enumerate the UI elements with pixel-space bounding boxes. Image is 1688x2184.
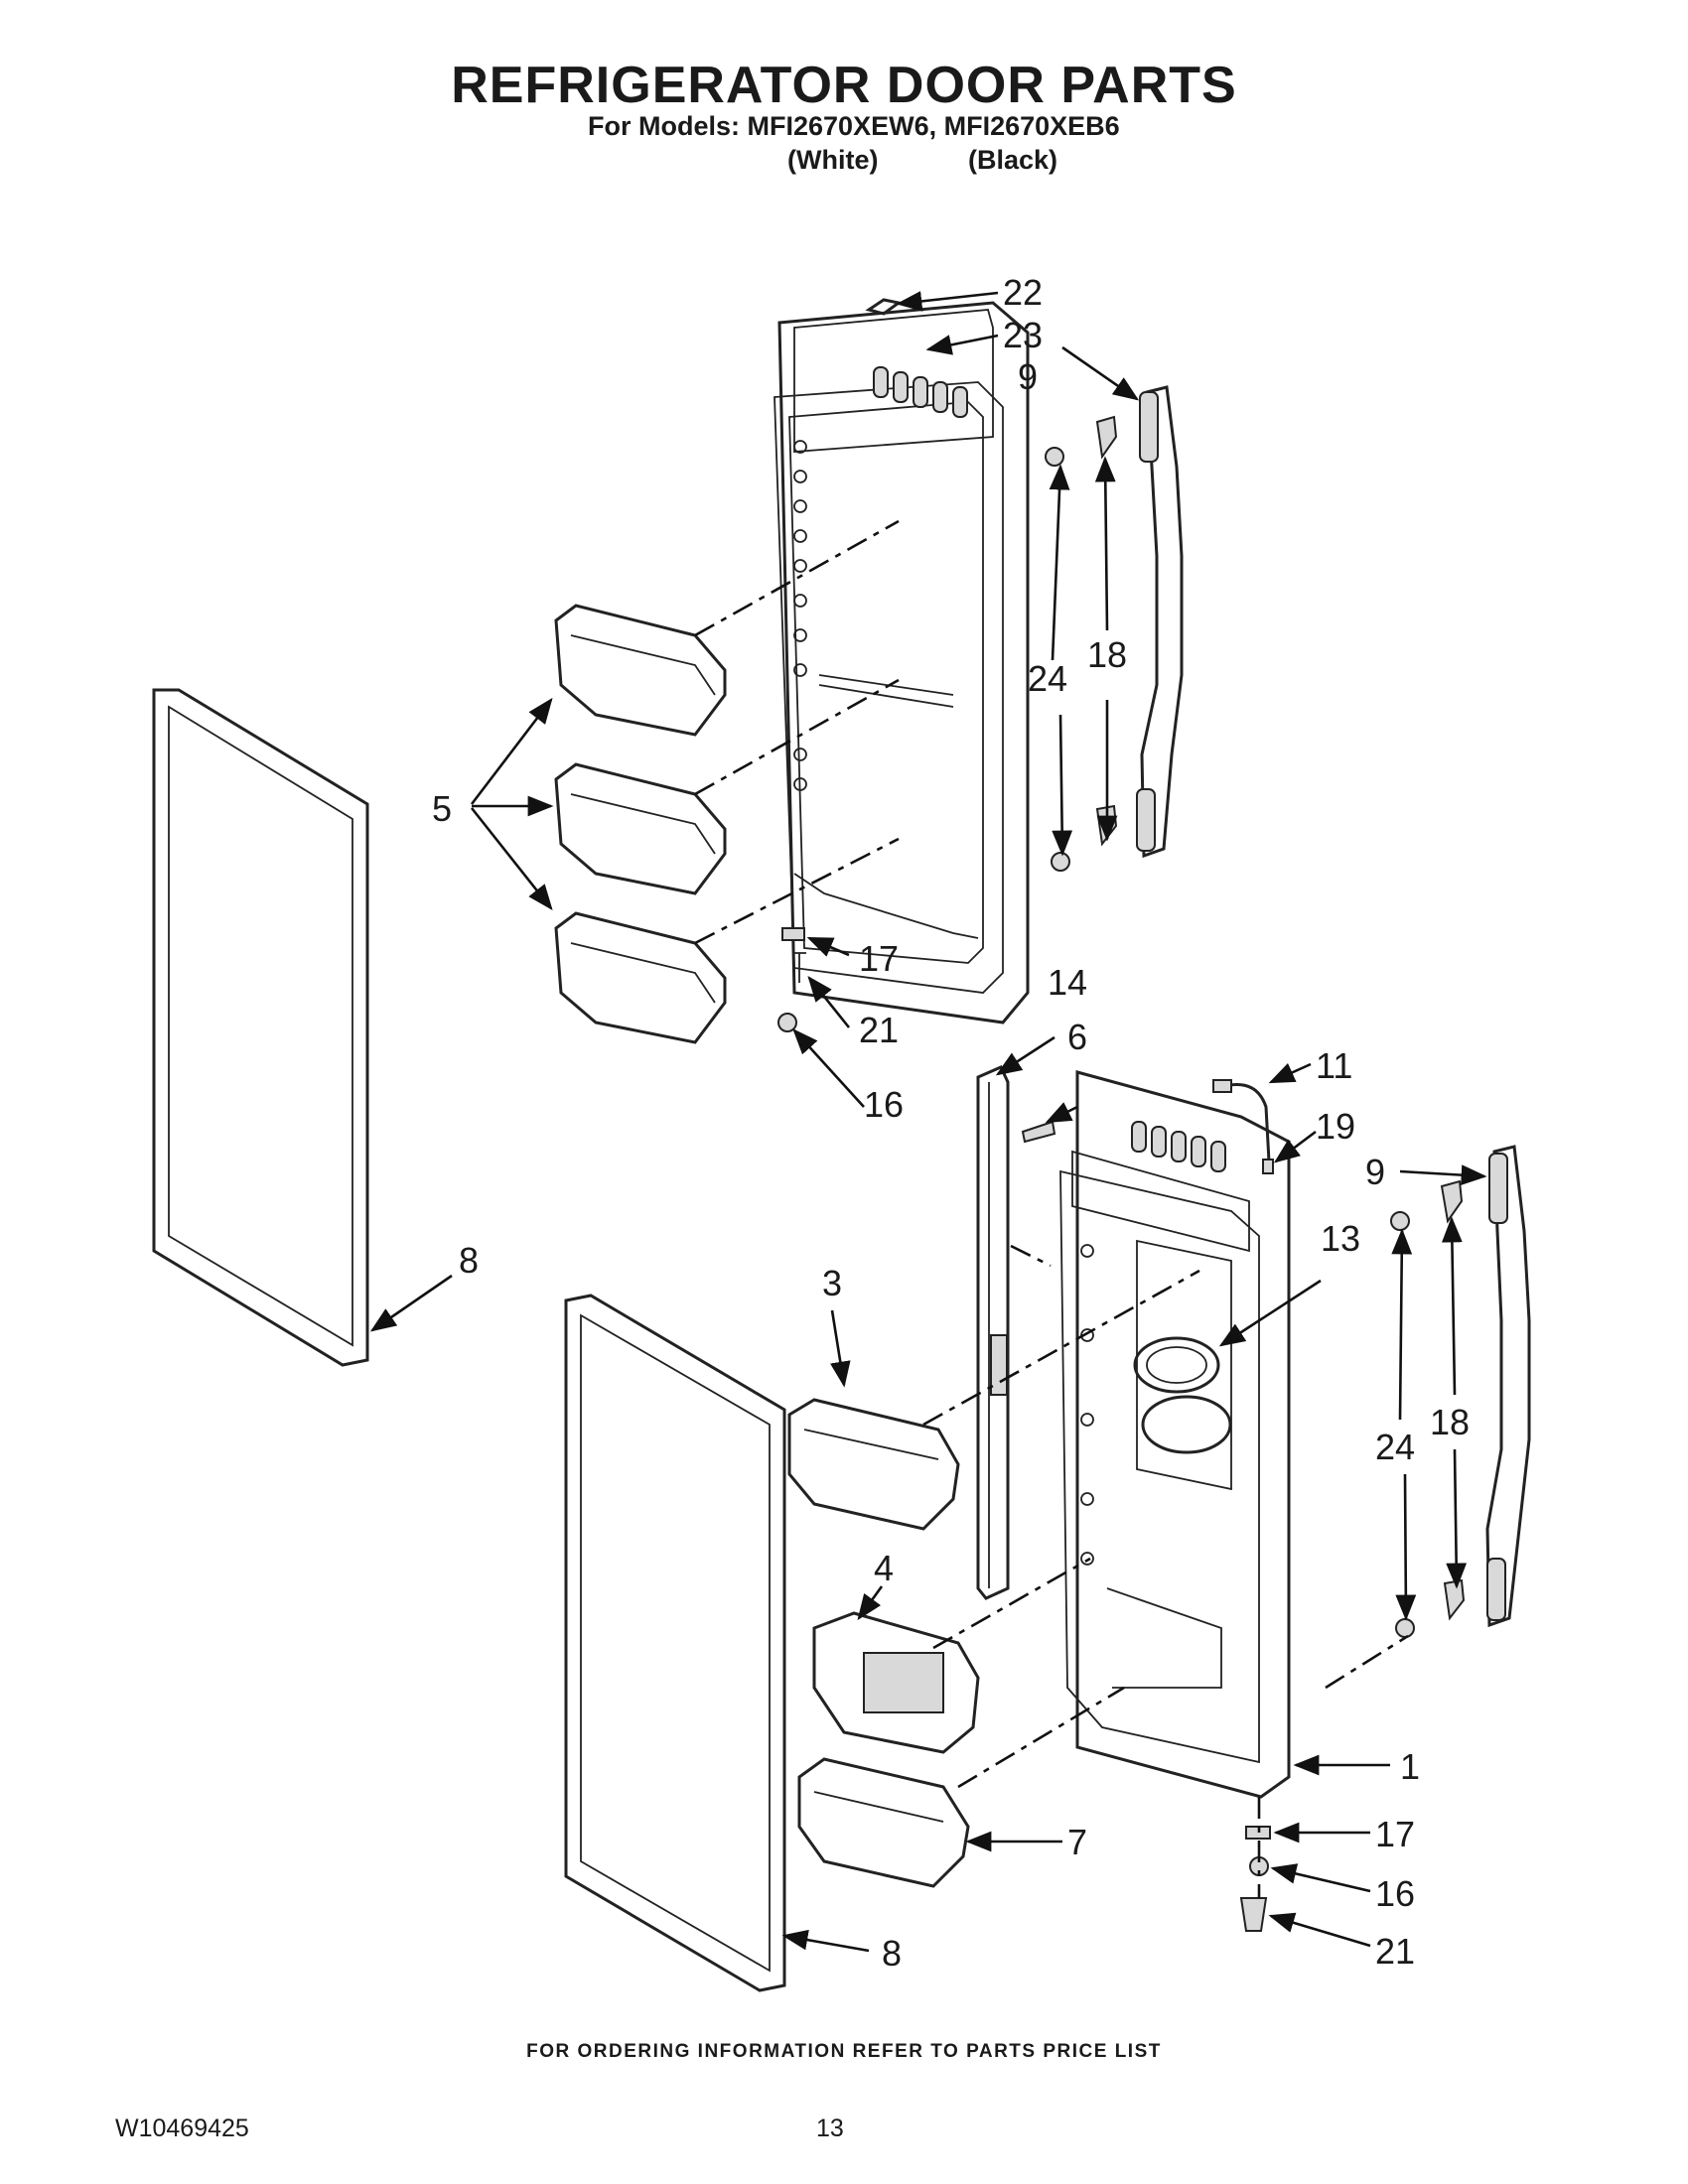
callout-17-lower: 17 bbox=[1375, 1814, 1415, 1854]
callout-1: 1 bbox=[1400, 1746, 1420, 1787]
bin-top-guide bbox=[694, 519, 900, 637]
upper-dispenser-vents bbox=[873, 366, 968, 418]
callout-8-lower: 8 bbox=[882, 1933, 902, 1974]
part-19-fitting bbox=[1262, 1159, 1274, 1174]
lower-door-handle bbox=[1485, 1145, 1531, 1628]
callout-6: 6 bbox=[1067, 1017, 1087, 1057]
callout-17-upper: 17 bbox=[859, 938, 899, 979]
page-number: 13 bbox=[816, 2115, 844, 2142]
model-white: MFI2670XEW6, bbox=[747, 111, 937, 141]
callout-4: 4 bbox=[874, 1548, 894, 1588]
bin-4-guide bbox=[932, 1557, 1091, 1650]
callout-16-upper: 16 bbox=[864, 1084, 904, 1125]
mullion-guide bbox=[1010, 1244, 1052, 1268]
callout-18-upper: 18 bbox=[1087, 634, 1127, 675]
model-black: MFI2670XEB6 bbox=[943, 111, 1120, 141]
part-6-screw bbox=[1021, 1120, 1056, 1144]
upper-bin-middle bbox=[554, 762, 727, 895]
lower-plug-top bbox=[1390, 1211, 1410, 1231]
callout-16-lower: 16 bbox=[1375, 1873, 1415, 1914]
callout-5: 5 bbox=[432, 788, 452, 829]
models-line: For Models: MFI2670XEW6, MFI2670XEB6 bbox=[588, 111, 1120, 142]
callout-9-upper: 9 bbox=[1018, 356, 1038, 397]
lower-dispenser-vents bbox=[1131, 1121, 1226, 1172]
callout-21-upper: 21 bbox=[859, 1010, 899, 1050]
part-14-mullion bbox=[976, 1065, 1010, 1600]
upper-plug-bottom bbox=[1051, 852, 1070, 872]
callout-numbers: 22 23 9 24 18 5 8 17 21 16 14 6 11 19 9 … bbox=[432, 272, 1470, 1974]
upper-door-bins bbox=[554, 604, 727, 1044]
part-11-wire-harness bbox=[1220, 1083, 1271, 1162]
callout-24-upper: 24 bbox=[1028, 658, 1067, 699]
color-label-white: (White) bbox=[787, 145, 879, 175]
ordering-note: FOR ORDERING INFORMATION REFER TO PARTS … bbox=[526, 2041, 1162, 2062]
part-8-gasket-lower bbox=[564, 1294, 786, 1992]
upper-plug-top bbox=[1045, 447, 1064, 467]
upper-bin-bottom bbox=[554, 911, 727, 1044]
callout-11: 11 bbox=[1316, 1045, 1352, 1086]
lower-plug-bottom bbox=[1395, 1618, 1415, 1638]
part-8-gasket-upper bbox=[152, 688, 369, 1367]
bin-3-guide bbox=[922, 1269, 1200, 1427]
color-label-black: (Black) bbox=[968, 145, 1058, 175]
upper-bin-top bbox=[554, 604, 727, 737]
callout-8-upper: 8 bbox=[459, 1240, 479, 1281]
callout-14: 14 bbox=[1048, 962, 1087, 1003]
upper-hinge-hardware bbox=[777, 927, 806, 1032]
callout-18-lower: 18 bbox=[1430, 1402, 1470, 1442]
lower-handle-studs bbox=[1440, 1179, 1466, 1621]
page-title: REFRIGERATOR DOOR PARTS bbox=[451, 57, 1237, 114]
lower-door-liner bbox=[1059, 1070, 1291, 1799]
callout-23: 23 bbox=[1003, 315, 1043, 355]
callout-21-lower: 21 bbox=[1375, 1931, 1415, 1972]
upper-door-handle bbox=[1136, 385, 1184, 859]
lower-handle-guide bbox=[1325, 1634, 1409, 1690]
callout-9-lower: 9 bbox=[1365, 1152, 1385, 1192]
models-prefix: For Models: bbox=[588, 111, 740, 141]
callout-13: 13 bbox=[1321, 1218, 1360, 1259]
upper-door-liner bbox=[774, 301, 1030, 1024]
document-number: W10469425 bbox=[115, 2115, 249, 2142]
leader-lines bbox=[369, 291, 1487, 1953]
lower-hinge-hardware bbox=[1239, 1797, 1271, 1932]
callout-7: 7 bbox=[1067, 1822, 1087, 1862]
lower-liner-pegs bbox=[1080, 1244, 1094, 1566]
bin-7-guide bbox=[957, 1686, 1125, 1789]
callout-3: 3 bbox=[822, 1263, 842, 1303]
part-3-bin bbox=[787, 1398, 960, 1531]
callout-19: 19 bbox=[1316, 1106, 1355, 1147]
callout-22: 22 bbox=[1003, 272, 1043, 313]
part-7-bin bbox=[797, 1757, 970, 1888]
upper-liner-pegs bbox=[793, 440, 807, 791]
bin-bottom-guide bbox=[694, 837, 900, 945]
part-4-bin bbox=[812, 1611, 980, 1754]
bin-middle-guide bbox=[694, 678, 900, 796]
wire-connector bbox=[1212, 1079, 1232, 1093]
callout-24-lower: 24 bbox=[1375, 1427, 1415, 1467]
part-13-dispenser-funnel bbox=[1133, 1336, 1232, 1454]
